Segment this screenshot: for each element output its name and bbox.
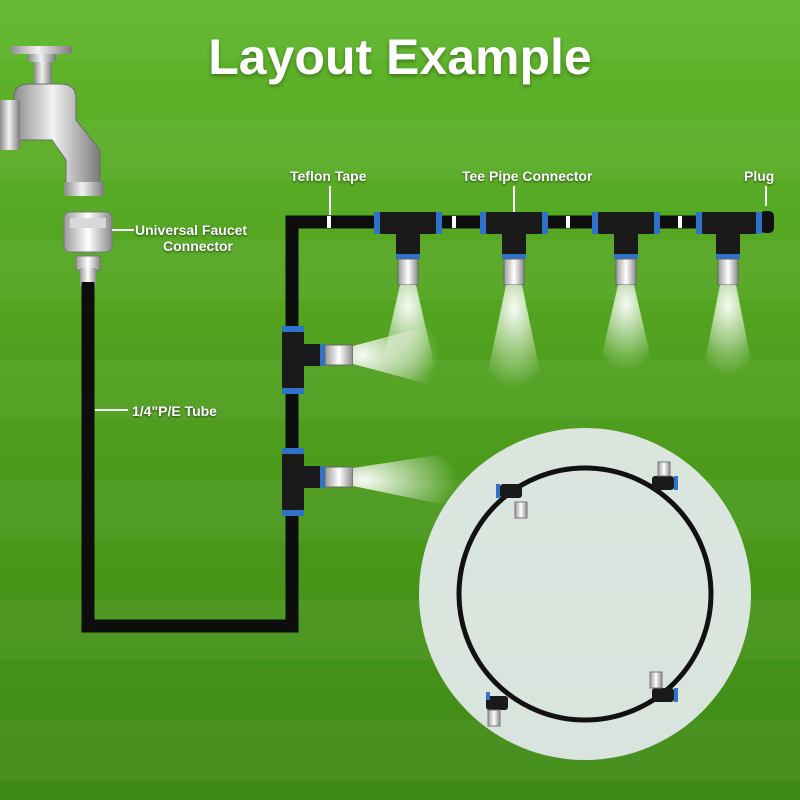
tee-connector-icon — [592, 212, 660, 259]
nozzle-icon — [615, 258, 637, 286]
plug-icon — [760, 211, 774, 233]
faucet-icon — [0, 46, 104, 196]
page-title: Layout Example — [208, 29, 592, 85]
tee-connector-icon — [649, 671, 678, 702]
tee-connector-icon — [282, 326, 325, 394]
mist-spray-icon — [700, 285, 756, 385]
pe-tube-label: 1/4"P/E Tube — [132, 403, 217, 419]
teflon-tape-label: Teflon Tape — [290, 168, 367, 184]
faucet-connector-icon — [63, 211, 113, 286]
faucet-connector-label-line1: Universal Faucet — [135, 222, 248, 238]
tee-connector-icon — [496, 484, 528, 519]
faucet-connector-label: Universal Faucet Connector — [135, 222, 247, 254]
tee-connector-icon — [486, 692, 508, 727]
mist-spray-icon — [596, 285, 656, 380]
nozzle-icon — [324, 344, 354, 366]
teflon-tape-marks — [327, 216, 682, 228]
mist-spray-icon — [353, 450, 470, 510]
mist-spray-icon — [353, 320, 450, 390]
tee-connector-icon — [480, 212, 548, 259]
ring-layout-inset — [419, 428, 751, 760]
tee-connector-icon — [696, 212, 762, 259]
tee-connector-icon — [374, 212, 442, 259]
nozzle-icon — [717, 258, 739, 286]
nozzle-icon — [324, 466, 354, 488]
faucet-connector-label-line2: Connector — [163, 238, 233, 254]
tee-pipe-connector-label: Tee Pipe Connector — [462, 168, 593, 184]
tee-connector-icon — [652, 461, 678, 490]
plug-label: Plug — [744, 168, 775, 184]
nozzle-icon — [503, 258, 525, 286]
tee-connector-icon — [282, 448, 325, 516]
nozzle-icon — [397, 258, 419, 286]
mist-spray-icon — [482, 285, 546, 400]
pe-tube — [81, 215, 768, 633]
